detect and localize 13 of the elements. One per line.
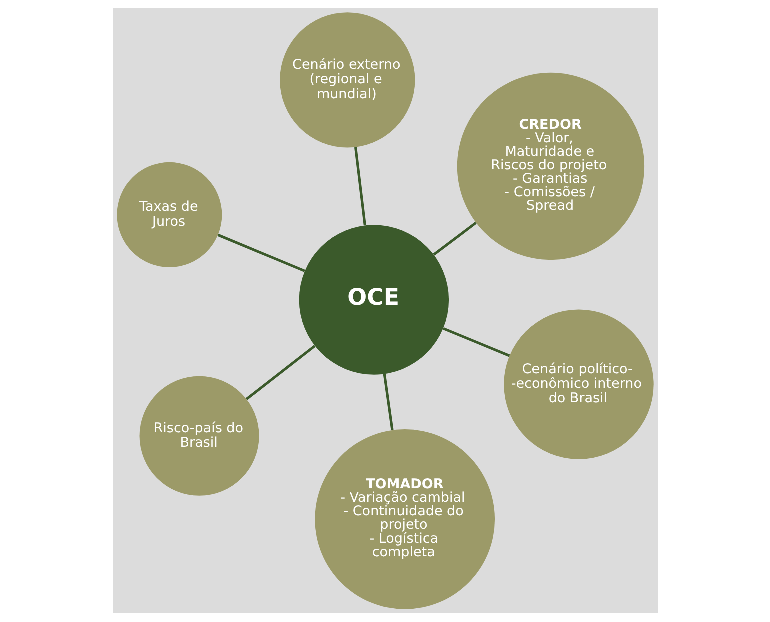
- connector: [245, 345, 316, 400]
- connector: [354, 147, 366, 226]
- node-circle: Taxas de Juros: [116, 162, 222, 268]
- connector: [382, 374, 394, 430]
- node-circle: Cenário externo (regional e mundial): [280, 12, 415, 148]
- connector: [442, 327, 510, 358]
- node-circle: Cenário político- -econômico interno do Brasil: [504, 310, 654, 460]
- connector: [432, 222, 476, 256]
- node-circle: TOMADOR - Variação cambial - Continuidade do projeto - Logística completa: [314, 430, 495, 610]
- node-circle: CREDOR - Valor, Maturidade e Riscos do projeto - Garantias - Comissões / Spread: [456, 72, 644, 260]
- node-circle: Risco-país do Brasil: [139, 376, 259, 496]
- connector: [217, 234, 305, 272]
- node-circle: OCE: [298, 225, 449, 375]
